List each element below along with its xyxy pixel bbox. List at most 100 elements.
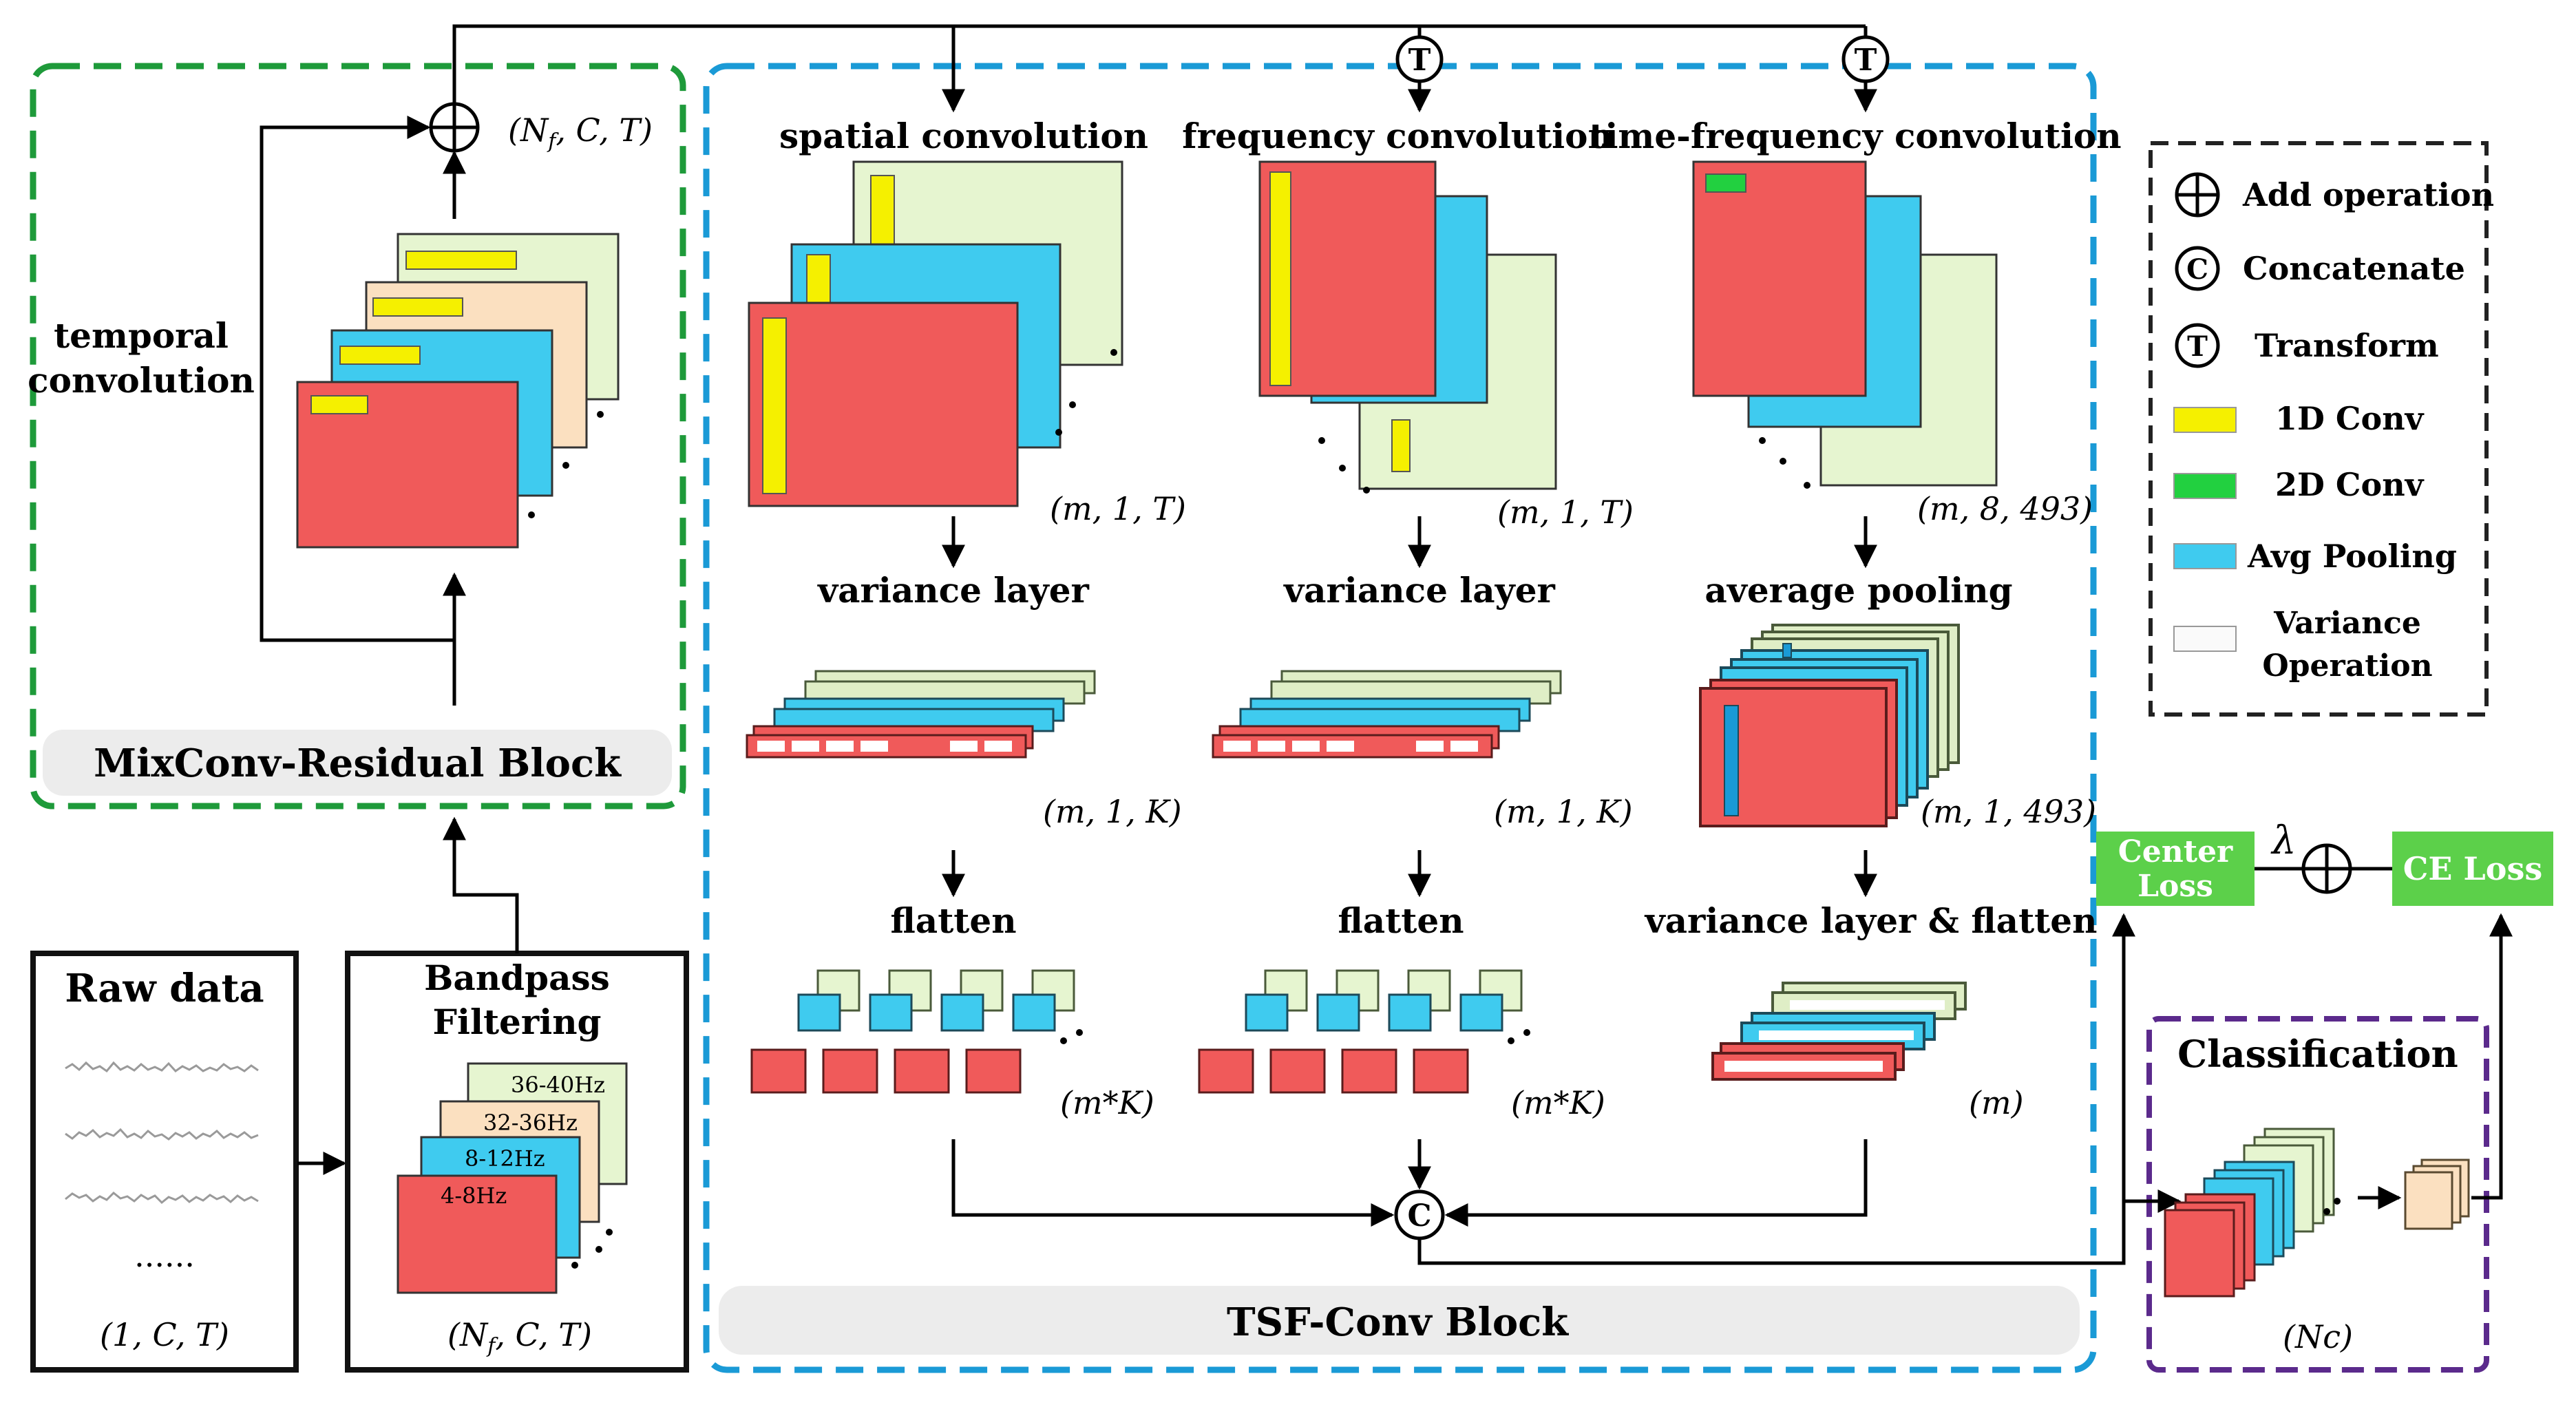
cls-stack-dot <box>2334 1198 2341 1205</box>
residual-skip-line <box>260 116 454 642</box>
band-stack-dot <box>606 1229 613 1236</box>
flatten-dot <box>1060 1037 1067 1044</box>
ce-loss-box <box>2392 832 2553 906</box>
mixconv-dims-suffix: , C, T) <box>556 112 653 149</box>
legend-avgpool-swatch <box>2173 543 2237 569</box>
top-bus-line <box>452 24 1866 104</box>
tf-variance-cell <box>1759 1030 1914 1040</box>
variance-cell <box>1258 741 1285 752</box>
legend-variance-line1: Variance <box>2273 606 2421 641</box>
flatten-block-unit <box>965 969 1075 1094</box>
band-36-40-label: 36-40Hz <box>511 1072 605 1098</box>
classification-dims: (Nc) <box>2283 1318 2353 1355</box>
frequency-dims2: (m, 1, K) <box>1494 793 1633 830</box>
bandpass-dims: (Nf, C, T) <box>447 1316 592 1358</box>
mixconv-dims: (Nf, C, T) <box>508 112 653 154</box>
legend-concat-icon: C <box>2175 246 2220 291</box>
timefreq-card-red <box>1692 160 1867 397</box>
timefreq-flatten-stack <box>1711 982 1967 1081</box>
flatten-block-unit <box>750 969 861 1094</box>
variance-cell <box>1223 741 1251 752</box>
spatial-dims2: (m, 1, K) <box>1043 793 1182 830</box>
merge-line-spatial <box>951 1139 1395 1227</box>
frequency-stack-dot <box>1339 465 1346 472</box>
class-output-stack <box>2404 1159 2470 1230</box>
spatial-variance-label: variance layer <box>817 570 1089 611</box>
legend: Add operation C Concatenate T Transform … <box>2173 172 2494 684</box>
band-stack: 36-40Hz 32-36Hz 8-12Hz 4-8Hz <box>397 1062 628 1294</box>
timefreq-stack-dot <box>1780 458 1786 465</box>
classification-frame <box>2146 1016 2489 1373</box>
temporal-kernel <box>372 297 463 317</box>
spatial-kernel <box>870 175 895 245</box>
spatial-stack-dot <box>1055 429 1062 436</box>
timefreq-pooling-label: average pooling <box>1704 570 2012 611</box>
center-loss-line1: Center <box>2118 834 2233 869</box>
concat-output-line <box>1417 1189 2182 1265</box>
temporal-conv-stack <box>296 233 620 549</box>
band-4-8-label: 4-8Hz <box>441 1183 507 1209</box>
arrow-class-to-ce-loss <box>2471 913 2513 1200</box>
spatial-stack-dot <box>1110 349 1117 356</box>
frequency-kernel <box>1269 171 1291 386</box>
legend-conv2d-label: 2D Conv <box>2275 466 2425 503</box>
spatial-variance-stack <box>746 670 1096 759</box>
variance-cell <box>792 741 819 752</box>
variance-cell <box>1292 741 1320 752</box>
flatten-block-unit <box>1269 969 1380 1094</box>
variance-cell <box>861 741 888 752</box>
flatten-block-unit <box>822 969 932 1094</box>
band-8-12-label: 8-12Hz <box>465 1145 545 1172</box>
timefreq-2d-kernel <box>1705 173 1746 193</box>
svg-text:T: T <box>1408 43 1431 78</box>
legend-variance-swatch <box>2173 626 2237 652</box>
classification-feature-stack <box>2164 1128 2341 1298</box>
tf-variance-cell <box>1724 1061 1883 1072</box>
variance-cell <box>1416 741 1444 752</box>
center-loss-line2: Loss <box>2137 869 2213 904</box>
flatten-dot <box>1523 1029 1530 1036</box>
legend-avgpool-label: Avg Pooling <box>2247 538 2457 575</box>
legend-transform-label: Transform <box>2255 327 2439 364</box>
temporal-stack-dot <box>562 462 569 469</box>
concatenate-op: C <box>1394 1189 1445 1240</box>
bandpass-dims-prefix: (N <box>447 1316 489 1353</box>
pool-kernel <box>1782 643 1792 658</box>
arrow-bandpass-to-mixconv <box>443 816 519 953</box>
svg-text:C: C <box>2186 253 2208 286</box>
pool-kernel <box>1724 705 1739 816</box>
legend-variance-line2: Operation <box>2262 648 2432 684</box>
flatten-block-unit <box>894 969 1004 1094</box>
timefreq-variance-label: variance layer & flatten <box>1645 900 2098 941</box>
center-loss-box <box>2096 832 2255 906</box>
timefreq-dims1: (m, 8, 493) <box>1917 490 2093 527</box>
legend-add-label: Add operation <box>2242 176 2494 213</box>
flatten-block-unit <box>1341 969 1451 1094</box>
legend-transform-icon: T <box>2175 323 2220 368</box>
flatten-dot <box>1076 1029 1083 1036</box>
avg-pooling-stack <box>1699 624 1960 827</box>
spatial-dims1: (m, 1, T) <box>1050 490 1186 527</box>
ce-loss-label: CE Loss <box>2403 850 2543 887</box>
band-stack-dot <box>595 1246 602 1253</box>
frequency-stack-dot <box>1363 487 1370 494</box>
legend-frame <box>2149 141 2489 717</box>
band-stack-dot <box>571 1262 578 1269</box>
mixconv-block-label: MixConv-Residual Block <box>94 741 622 786</box>
frequency-title: frequency convolution <box>1182 116 1613 156</box>
spatial-card-red <box>748 302 1019 507</box>
spatial-kernel <box>762 317 787 494</box>
flatten-dot <box>1508 1037 1514 1044</box>
spatial-title: spatial convolution <box>779 116 1148 156</box>
classification-title: Classification <box>2177 1032 2458 1076</box>
svg-text:T: T <box>1855 43 1877 78</box>
raw-signal-1 <box>65 1061 259 1073</box>
timefreq-title: time-frequency convolution <box>1589 116 2121 156</box>
frequency-flatten-label: flatten <box>1338 900 1464 941</box>
tsf-label-bar <box>719 1286 2080 1355</box>
legend-conv1d-swatch <box>2173 407 2237 433</box>
flatten-block-unit <box>1198 969 1308 1094</box>
loss-add-op <box>2301 843 2352 894</box>
spatial-conv-stack <box>748 160 1123 507</box>
